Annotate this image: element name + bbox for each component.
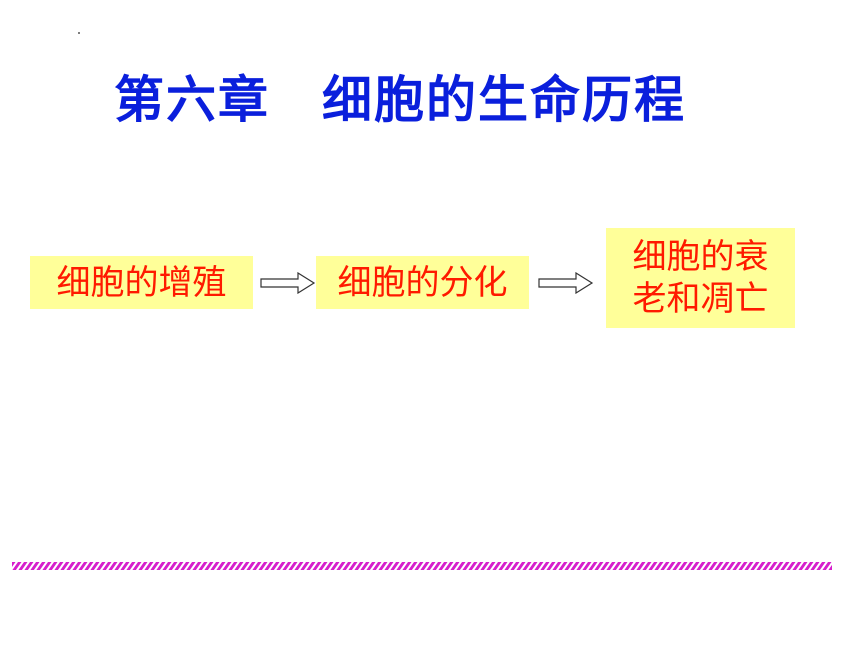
flow-step-label-line-2: 老和凋亡: [632, 279, 769, 319]
slide-title: 第六章 细胞的生命历程: [114, 71, 686, 129]
flow-step-proliferation: 细胞的增殖: [30, 256, 253, 309]
flow-step-label-line-1: 细胞的衰: [632, 237, 769, 277]
stray-dot: [78, 32, 80, 34]
right-arrow-icon: [538, 272, 594, 294]
hatched-divider: [12, 562, 832, 570]
flow-step-label: 细胞的增殖: [56, 262, 227, 303]
flow-step-aging-and-death: 细胞的衰 老和凋亡: [606, 228, 795, 328]
flow-step-label: 细胞的分化: [337, 262, 508, 303]
flow-step-differentiation: 细胞的分化: [316, 256, 529, 309]
right-arrow-icon: [260, 272, 316, 294]
